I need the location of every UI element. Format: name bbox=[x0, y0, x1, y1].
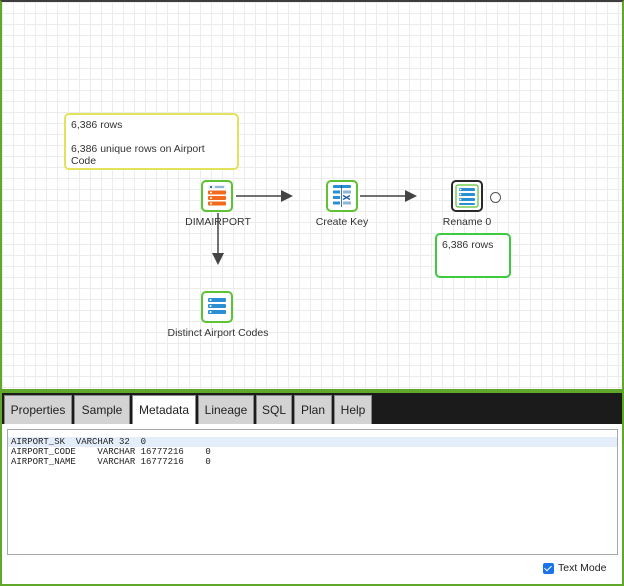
tab-metadata[interactable]: Metadata bbox=[132, 395, 196, 424]
panel-divider[interactable] bbox=[0, 389, 624, 393]
tab-plan[interactable]: Plan bbox=[294, 395, 332, 424]
text-mode-toggle[interactable]: Text Mode bbox=[543, 562, 606, 574]
panel-tab-bar: Properties Sample Metadata Lineage SQL P… bbox=[2, 393, 622, 424]
tab-sql[interactable]: SQL bbox=[256, 395, 292, 424]
list-icon bbox=[208, 298, 226, 314]
tab-properties[interactable]: Properties bbox=[4, 395, 72, 424]
node-label-rename: Rename 0 bbox=[442, 216, 492, 228]
metadata-row[interactable]: AIRPORT_SK VARCHAR 32 0 bbox=[8, 437, 617, 447]
rename-icon bbox=[455, 184, 479, 208]
node-distinct-airport-codes[interactable] bbox=[201, 291, 233, 323]
note-rows-text: 6,386 rows bbox=[442, 239, 494, 251]
node-rename[interactable] bbox=[451, 180, 483, 212]
metadata-row[interactable]: AIRPORT_NAME VARCHAR 16777216 0 bbox=[11, 457, 211, 467]
node-label-distinct: Distinct Airport Codes bbox=[167, 327, 269, 339]
flow-edges bbox=[212, 190, 417, 265]
node-create-key[interactable] bbox=[326, 180, 358, 212]
table-icon bbox=[208, 185, 226, 206]
row-count-note-rename[interactable]: 6,386 rows bbox=[435, 233, 511, 278]
note-unique-text: 6,386 unique rows on Airport Code bbox=[71, 143, 205, 167]
output-port[interactable] bbox=[490, 192, 501, 203]
metadata-panel: AIRPORT_SK VARCHAR 32 0 AIRPORT_CODE VAR… bbox=[2, 424, 622, 584]
metadata-row[interactable]: AIRPORT_CODE VARCHAR 16777216 0 bbox=[11, 447, 211, 457]
metadata-text-area[interactable]: AIRPORT_SK VARCHAR 32 0 AIRPORT_CODE VAR… bbox=[7, 429, 618, 555]
node-label-create-key: Create Key bbox=[315, 216, 369, 228]
text-mode-label: Text Mode bbox=[558, 562, 607, 574]
tab-sample[interactable]: Sample bbox=[74, 395, 130, 424]
tab-help[interactable]: Help bbox=[334, 395, 372, 424]
flow-canvas[interactable] bbox=[2, 2, 622, 390]
note-rows-text: 6,386 rows bbox=[71, 119, 123, 131]
row-count-note-dimairport[interactable]: 6,386 rows 6,386 unique rows on Airport … bbox=[64, 113, 239, 170]
key-transform-icon bbox=[333, 185, 351, 207]
tab-lineage[interactable]: Lineage bbox=[198, 395, 254, 424]
node-label-dimairport: DIMAIRPORT bbox=[185, 216, 251, 228]
node-dimairport[interactable] bbox=[201, 180, 233, 212]
text-mode-checkbox[interactable] bbox=[543, 562, 554, 574]
